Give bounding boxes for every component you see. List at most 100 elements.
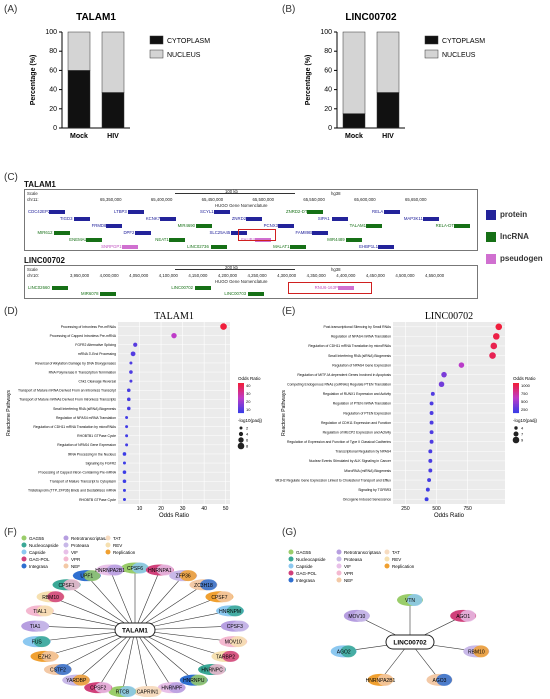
scale-label: Scale [27, 191, 38, 196]
gene-label: TIGD3 [59, 216, 73, 221]
color-scale-segment [238, 384, 244, 387]
chart-title: LINC00702 [425, 311, 473, 322]
pathway-label: NR1H3 & NR1H2 Regulate Gene Expression L… [275, 478, 391, 482]
pathway-label: RHOBTB1 GTPase Cycle [77, 434, 116, 438]
network-node-label: RBM10 [42, 595, 59, 601]
color-scale-segment [513, 389, 519, 391]
network-node-segment [63, 579, 80, 591]
data-point [430, 391, 435, 396]
pathway-label: Regulation of Expression and Function of… [287, 440, 391, 444]
scale-bar [175, 193, 295, 194]
color-scale-segment [238, 396, 244, 399]
network-node-label: MOV10 [348, 614, 365, 620]
legend-color-dot [105, 542, 111, 548]
legend-color-dot [63, 542, 69, 548]
panel-label-a: (A) [4, 4, 18, 15]
pathway-label: Small Interfering RNA (siRNA) Biogenesis [53, 407, 116, 411]
size-legend-label: 4 [521, 426, 524, 431]
pathway-label: Regulation of NPAS4 Gene Expression [332, 363, 391, 367]
legend-label: Nucleocapside [296, 557, 326, 562]
network-node-segment [377, 673, 393, 686]
y-tick-label: 40 [49, 87, 57, 94]
position-tick-label: 4,000,000 [99, 273, 119, 278]
scale-value-2: 200 kb [225, 265, 238, 270]
legend-label: NEF [344, 578, 353, 583]
position-tick-label: 4,250,000 [247, 273, 267, 278]
data-point [428, 458, 433, 463]
data-point [428, 449, 433, 454]
legend-color-dot [21, 535, 27, 541]
pathway-label: Regulation of CDH11 mRNA Translation by … [33, 425, 116, 429]
y-tick-label: 100 [320, 29, 332, 36]
color-scale-segment [513, 390, 519, 393]
size-legend-dot [513, 431, 519, 437]
legend-color-dot [21, 549, 27, 555]
y-tick-label: 60 [49, 67, 57, 74]
x-axis-label: Odds Ratio [434, 513, 465, 519]
legend-label-nucleus: NUCLEUS [167, 52, 201, 59]
network-edge [134, 629, 148, 692]
chart-title: TALAM1 [76, 12, 116, 23]
network-node-label: HNRNPU [183, 678, 205, 684]
gene-label: RELA-DT [435, 223, 455, 228]
legend-size-title: -log10(padj) [513, 418, 538, 423]
y-tick-label: 0 [328, 125, 332, 132]
pathway-label: Processing of Intronless Pre-mRNAs [61, 325, 117, 329]
assembly-label: hg38 [331, 191, 341, 196]
pathway-label: Transcriptional Regulation by NPAS4 [335, 450, 391, 454]
chart-title: TALAM1 [154, 311, 194, 322]
y-tick-label: 20 [49, 106, 57, 113]
position-tick-label: 4,450,000 [365, 273, 385, 278]
network-node-segment [229, 636, 247, 648]
network-node-segment [208, 664, 226, 676]
color-scale-label: 500 [521, 399, 528, 404]
pathway-label: Regulation of CDH11 Expression and Funct… [321, 421, 391, 425]
gene-feature-bar [346, 238, 363, 242]
legend-label: VIF [344, 564, 351, 569]
data-point [125, 425, 129, 429]
gene-label: EHBP1L1 [359, 244, 378, 249]
data-point [129, 379, 133, 383]
gene-label: FAUP4 [241, 237, 255, 242]
legend-label: Replication [113, 550, 136, 555]
data-point [129, 361, 133, 365]
pathway-label: Transport of Mature mRNAs Derived From I… [19, 398, 116, 402]
network-node-segment [144, 686, 161, 698]
gene-label: FAM89B [295, 230, 312, 235]
chart-title: LINC00702 [345, 12, 397, 23]
position-tick-label: 65,550,000 [303, 197, 325, 202]
position-tick-label: 4,350,000 [306, 273, 326, 278]
y-tick-label: 80 [324, 48, 332, 55]
gene-feature-bar [289, 245, 306, 249]
network-edge [134, 629, 194, 681]
size-legend-dot [512, 436, 520, 444]
network-node-label: CAPRIN1 [137, 690, 159, 696]
bar-cytoplasm-hiv [376, 92, 400, 129]
network-node-segment [36, 605, 54, 617]
color-scale-segment [238, 399, 244, 402]
position-tick-label: 4,150,000 [188, 273, 208, 278]
data-point [429, 439, 434, 444]
pathway-label: Regulation of NPAS4 mRNA Translation [331, 335, 391, 339]
data-point [129, 370, 133, 374]
bar-nucleus-hiv [376, 31, 400, 93]
legend-color-dot [336, 556, 342, 562]
position-tick-label: 4,400,000 [336, 273, 356, 278]
network-node-segment [47, 591, 65, 603]
gene-feature-bar [277, 224, 294, 228]
legend-color-dot [63, 556, 69, 562]
position-tick-label: 4,500,000 [395, 273, 415, 278]
network-node-segment [72, 674, 90, 686]
network-node-segment [54, 664, 72, 676]
network-node-segment [94, 682, 112, 694]
network-node-segment [226, 605, 244, 617]
legend-color-dot [105, 535, 111, 541]
color-scale-segment [513, 392, 519, 394]
network-node-label: CPSF7 [211, 595, 227, 601]
legend-label: Capside [296, 564, 313, 569]
gene-label: ZNRD2-DT [286, 209, 308, 214]
color-scale-label: 40 [246, 383, 251, 388]
legend-label: GAG55 [296, 550, 312, 555]
pathway-label: Signaling by TGFBR3 [358, 488, 391, 492]
color-scale-label: 10 [246, 407, 251, 412]
